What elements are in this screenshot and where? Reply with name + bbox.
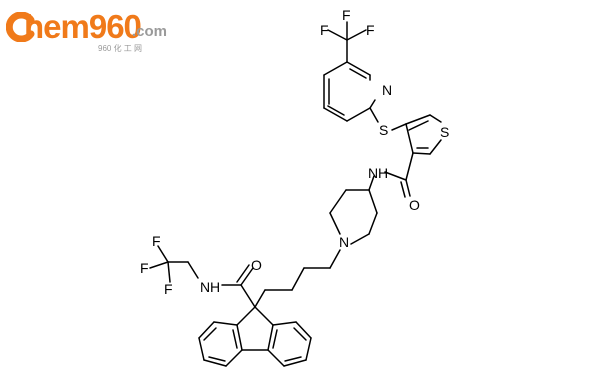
atom-f-top-2: F <box>342 7 351 23</box>
atom-h-amide-1: H <box>378 165 388 181</box>
logo-subtitle: 960 化 工 网 <box>98 44 143 53</box>
atom-f-top-1: F <box>320 22 329 38</box>
atom-o-amide-1: O <box>409 197 420 213</box>
atom-labels: F F F N S S N H O N O N H F F F <box>140 7 449 297</box>
atom-f-left-3: F <box>164 281 173 297</box>
atom-n-piperidine: N <box>339 234 349 250</box>
atom-s-thiophene: S <box>440 124 449 140</box>
chem960-watermark: hem960 .com 960 化 工 网 <box>6 6 168 58</box>
atom-f-top-3: F <box>366 22 375 38</box>
c-logo-icon <box>6 12 35 42</box>
atom-n-amide-2: N <box>200 279 210 295</box>
atom-f-left-2: F <box>140 260 149 276</box>
bond-lines <box>149 21 442 367</box>
atom-f-left-1: F <box>152 233 161 249</box>
atom-h-amide-2: H <box>210 279 220 295</box>
atom-s-thioether: S <box>379 122 388 138</box>
logo-wordmark: hem960 <box>24 8 142 45</box>
logo-domain: .com <box>132 23 168 40</box>
atom-n-pyridine: N <box>382 82 392 98</box>
atom-o-amide-2: O <box>251 257 262 273</box>
atom-n-amide-1: N <box>368 165 378 181</box>
